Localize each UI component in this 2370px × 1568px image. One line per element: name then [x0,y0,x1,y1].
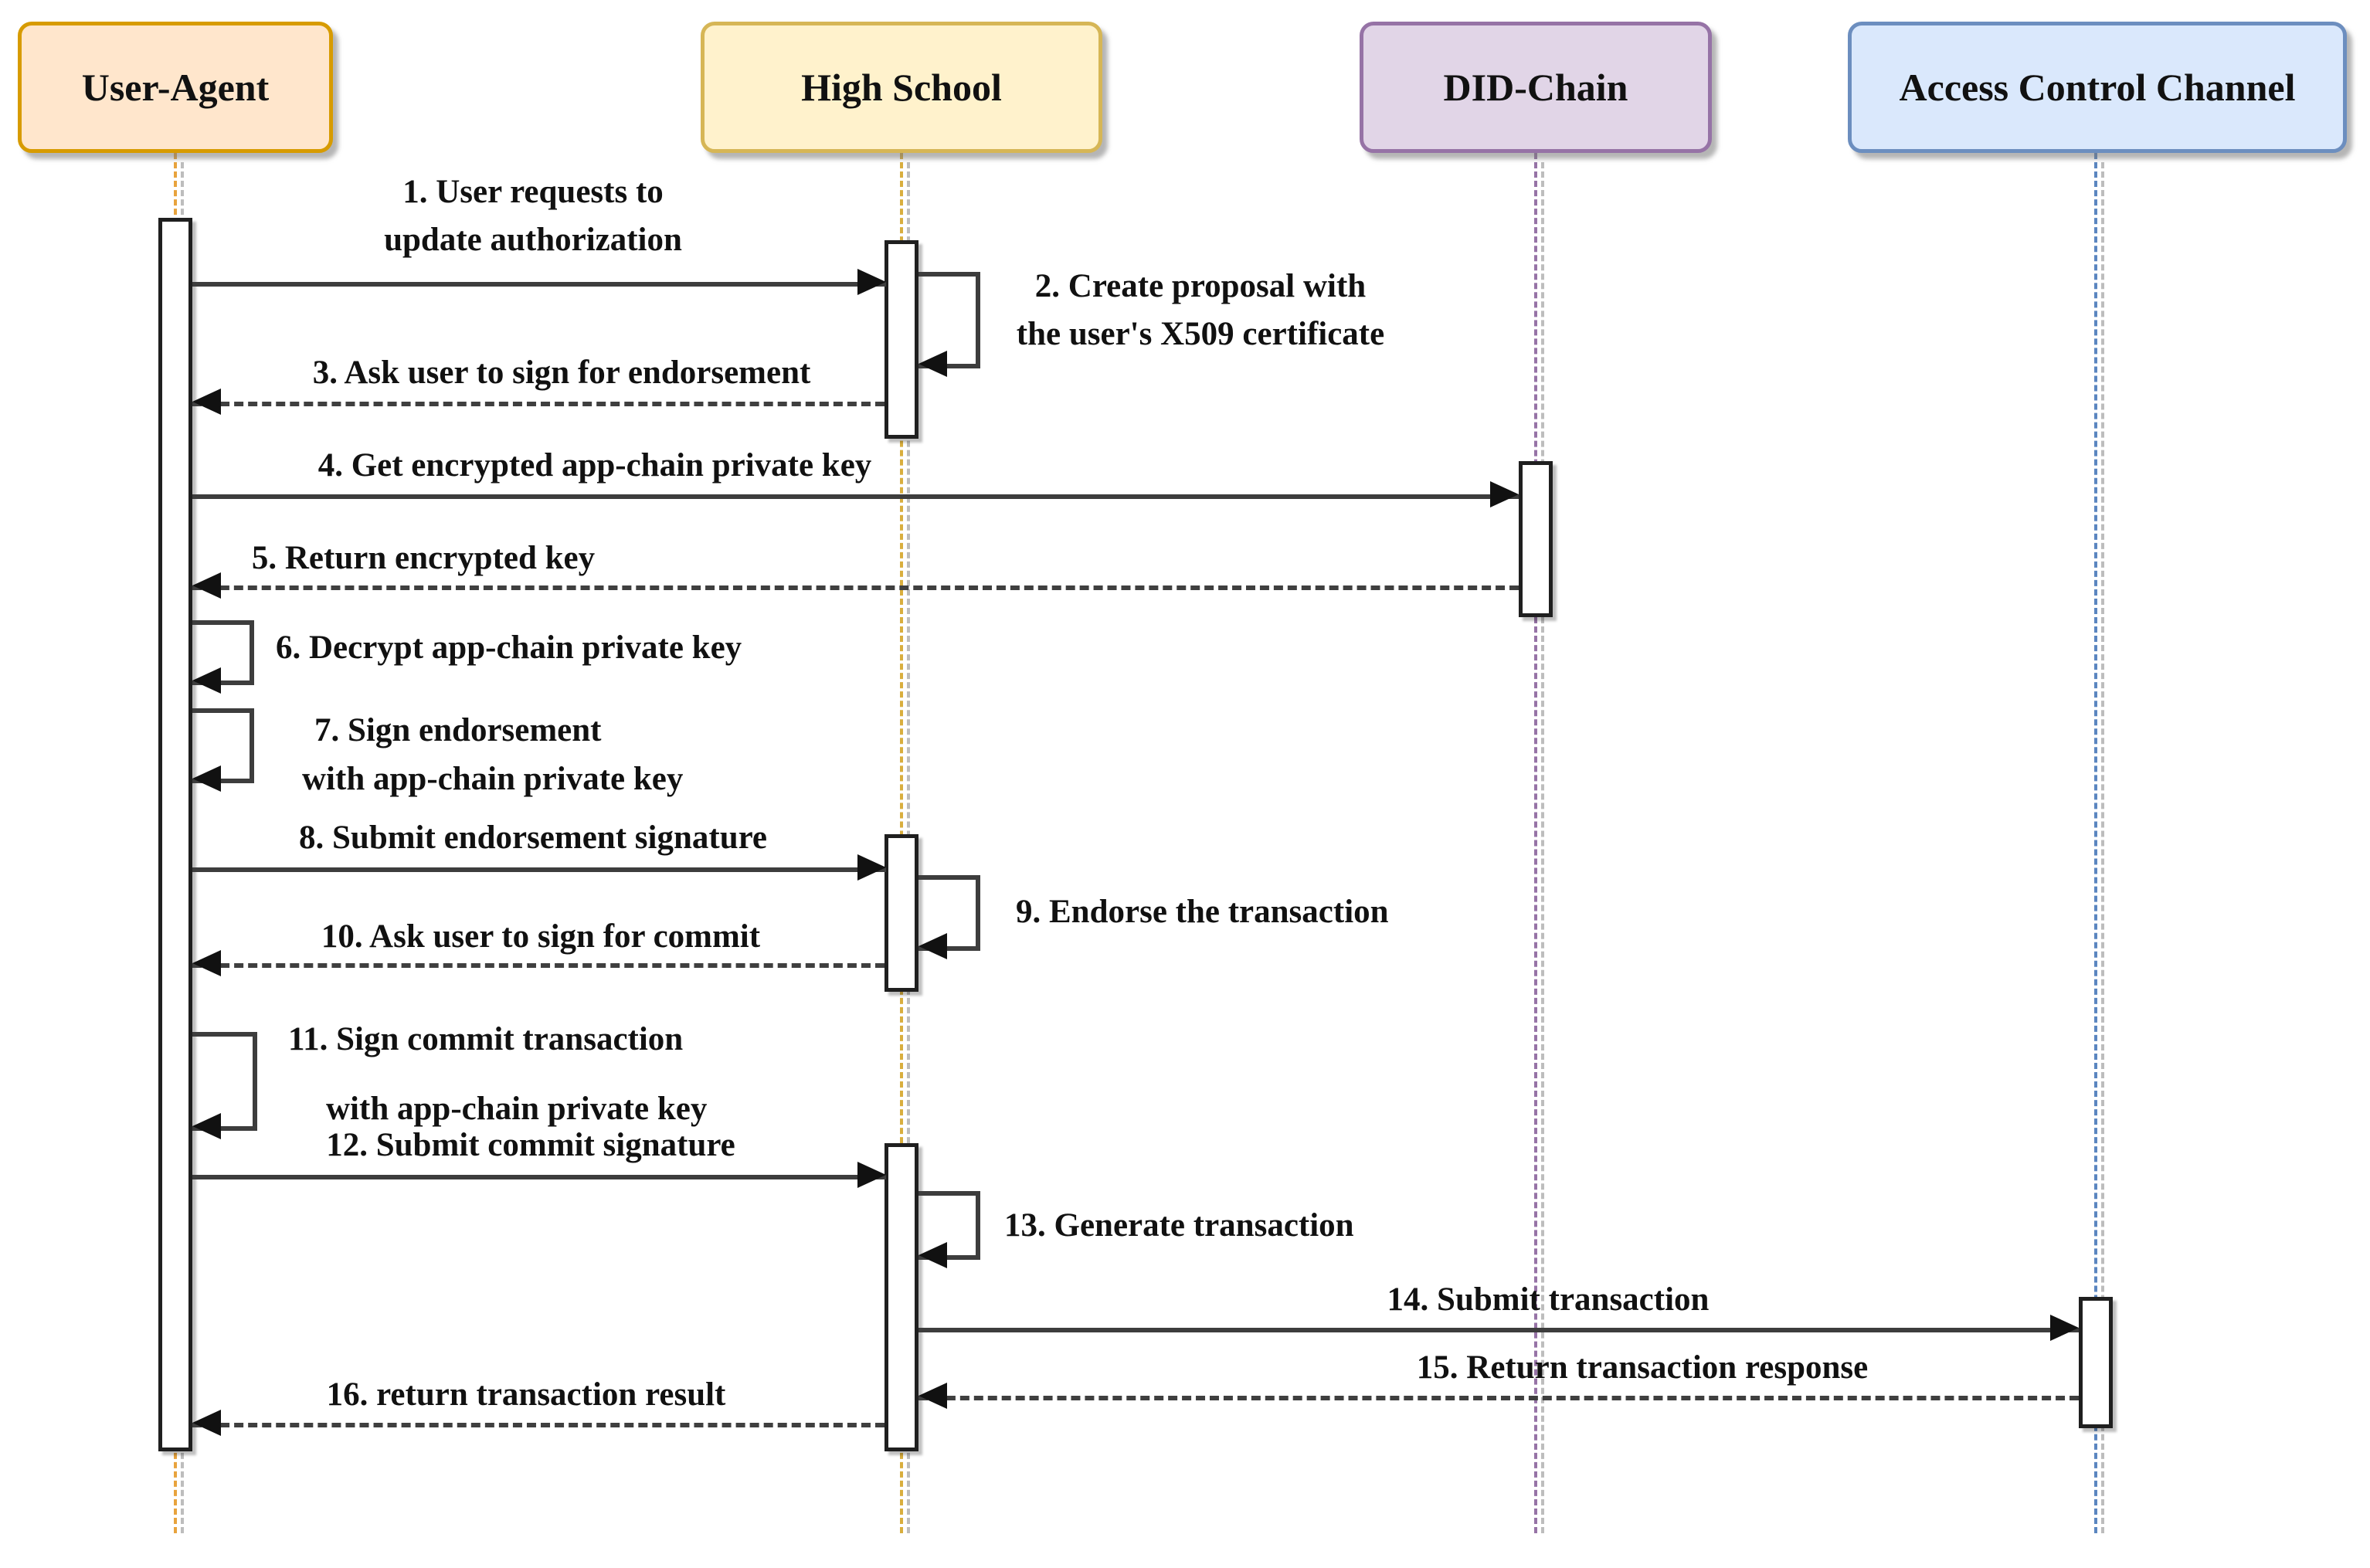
lifeline-access-control-channel [2094,153,2097,1533]
message-6-label: 6. Decrypt app-chain private key [276,630,742,666]
message-10-arrowhead-icon [192,950,221,976]
actor-label-access-control-channel: Access Control Channel [1899,66,2296,109]
message-6-arrowhead-icon [192,667,221,694]
message-5-arrow [192,585,1519,590]
message-11-self-loop [192,1032,257,1131]
message-4-arrowhead-icon [1490,481,1519,507]
message-3-arrowhead-icon [192,389,221,415]
activation-access-control-channel [2079,1297,2113,1428]
actor-box-did-chain: DID-Chain [1360,22,1712,153]
message-9-self-loop [918,875,980,951]
message-2-self-loop [918,272,980,368]
message-7-label-line1: 7. Sign endorsement [314,712,602,748]
message-14-label: 14. Submit transaction [1387,1281,1710,1318]
message-12-label: 12. Submit commit signature [326,1127,735,1163]
message-15-arrow [918,1396,2079,1400]
activation-user-agent [158,218,192,1451]
message-14-arrowhead-icon [2050,1315,2079,1341]
activation-high-school-1 [885,240,918,439]
message-11-label-line2: with app-chain private key [326,1091,708,1127]
actor-box-high-school: High School [701,22,1102,153]
message-13-self-loop [918,1191,980,1260]
message-12-arrow [192,1175,886,1179]
activation-high-school-2 [885,834,918,992]
message-7-label-line2: with app-chain private key [302,761,684,797]
message-9-label: 9. Endorse the transaction [1016,894,1389,930]
actor-label-high-school: High School [801,66,1002,109]
message-10-label: 10. Ask user to sign for commit [321,918,761,955]
message-14-arrow [918,1328,2079,1332]
message-8-label: 8. Submit endorsement signature [298,820,768,856]
message-9-arrowhead-icon [918,933,947,959]
lifeline-shadow-did-chain [1541,162,1544,1533]
message-8-arrow [192,867,886,872]
message-12-arrowhead-icon [857,1162,886,1188]
message-1-arrowhead-icon [857,269,886,295]
message-1-label: 1. User requests to update authorization [384,174,682,258]
actor-label-did-chain: DID-Chain [1443,66,1628,109]
message-3-arrow [192,402,885,406]
lifeline-shadow-access-control-channel [2101,162,2104,1533]
message-10-arrow [192,963,885,968]
message-15-label: 15. Return transaction response [1416,1349,1869,1386]
actor-label-user-agent: User-Agent [81,66,270,109]
message-16-arrow [192,1423,885,1427]
message-2-arrowhead-icon [918,351,947,377]
message-11-arrowhead-icon [192,1113,221,1139]
message-8-arrowhead-icon [857,854,886,881]
message-15-arrowhead-icon [918,1383,947,1409]
activation-high-school-3 [885,1143,918,1451]
message-4-label: 4. Get encrypted app-chain private key [317,447,872,484]
message-7-arrowhead-icon [192,765,221,792]
lifeline-did-chain [1534,153,1537,1533]
message-7-self-loop [192,708,254,783]
message-5-label: 5. Return encrypted key [251,540,596,576]
message-11-label-line1: 11. Sign commit transaction [288,1021,684,1057]
message-16-label: 16. return transaction result [326,1376,726,1413]
message-5-arrowhead-icon [192,572,221,599]
message-4-arrow [192,494,1519,499]
message-1-arrow [192,282,886,287]
message-13-label: 13. Generate transaction [1004,1207,1354,1244]
message-13-arrowhead-icon [918,1242,947,1268]
activation-did-chain [1519,461,1553,617]
message-6-self-loop [192,620,254,685]
actor-box-access-control-channel: Access Control Channel [1848,22,2347,153]
message-3-label: 3. Ask user to sign for endorsement [312,355,811,391]
message-2-label: 2. Create proposal with the user's X509 … [1016,268,1385,352]
actor-box-user-agent: User-Agent [18,22,333,153]
message-16-arrowhead-icon [192,1410,221,1436]
